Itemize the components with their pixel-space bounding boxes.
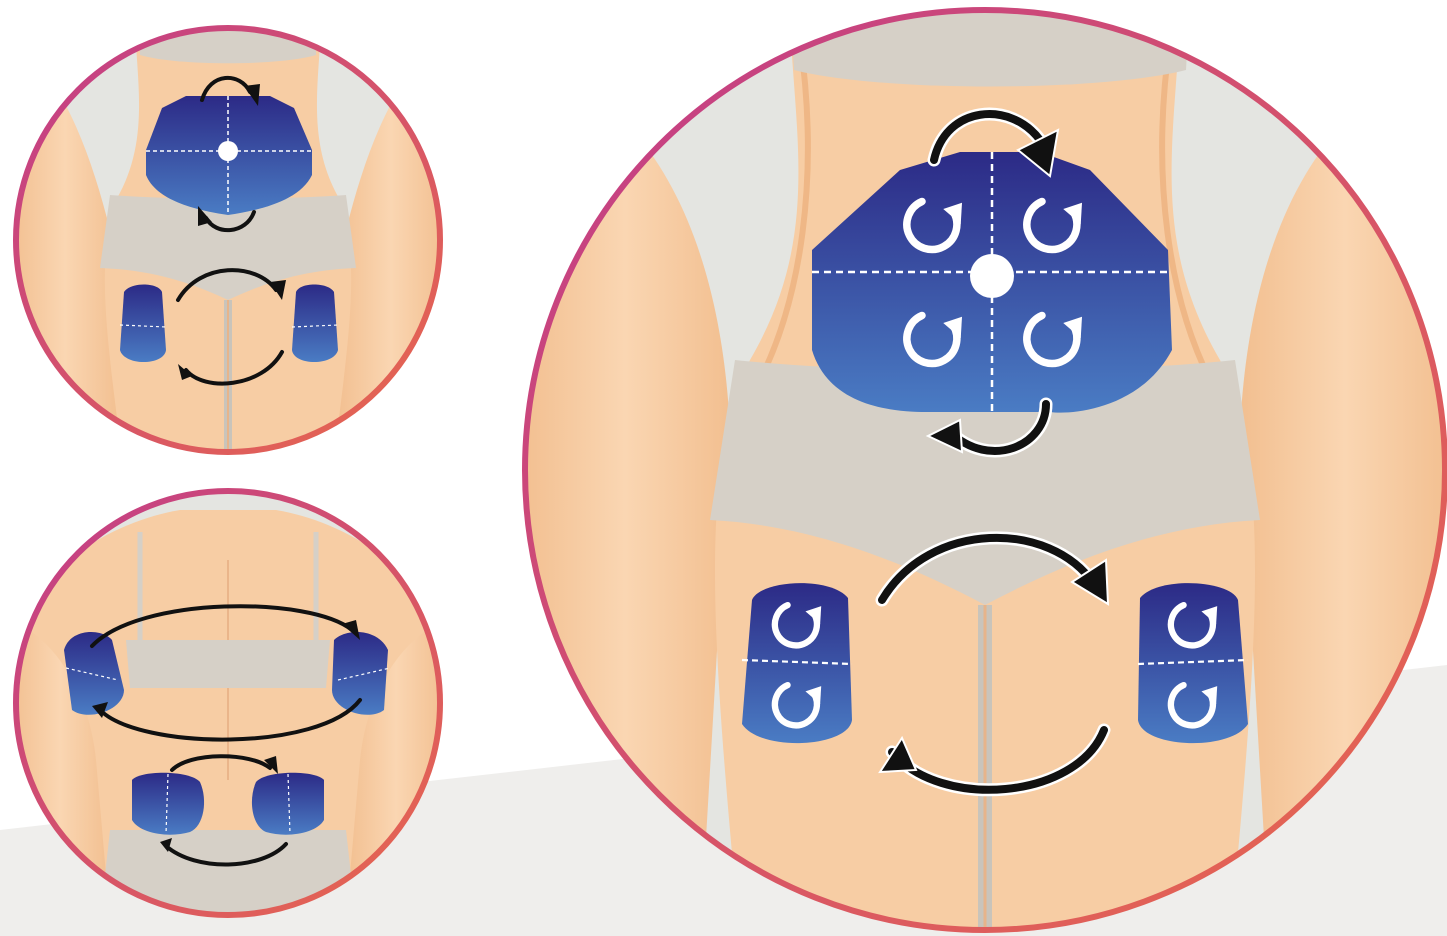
pad-center-marker	[218, 141, 238, 161]
front-view-large-panel	[520, 0, 1447, 936]
left-thigh-pad	[120, 285, 166, 363]
right-thigh-pad	[292, 285, 338, 363]
pad-center-marker-large	[970, 254, 1014, 298]
right-thigh-pad-large	[1138, 583, 1248, 743]
front-view-small-panel	[10, 0, 446, 452]
